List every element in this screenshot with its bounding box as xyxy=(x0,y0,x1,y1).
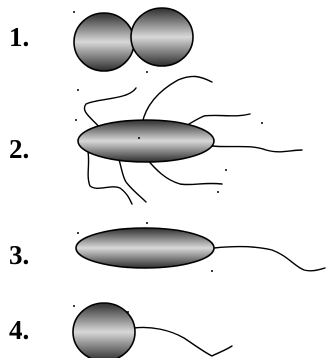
coccus-right xyxy=(131,8,193,66)
label-one: 1. xyxy=(9,24,29,51)
monotrichous-bacillus-figure xyxy=(76,222,325,272)
diplococcus-figure xyxy=(73,8,193,73)
coccus-left xyxy=(74,13,134,71)
label-two: 2. xyxy=(9,136,29,163)
label-three: 3. xyxy=(9,242,29,269)
flagellum xyxy=(212,146,302,152)
flagellum xyxy=(214,247,325,271)
rod-cell xyxy=(76,228,214,268)
rod-cell xyxy=(78,120,214,162)
peritrichous-bacillus-figure xyxy=(75,76,302,204)
monotrichous-coccus-figure xyxy=(73,303,232,358)
label-four: 4. xyxy=(9,317,29,344)
flagellum xyxy=(134,327,232,356)
coccus-cell xyxy=(73,303,135,358)
